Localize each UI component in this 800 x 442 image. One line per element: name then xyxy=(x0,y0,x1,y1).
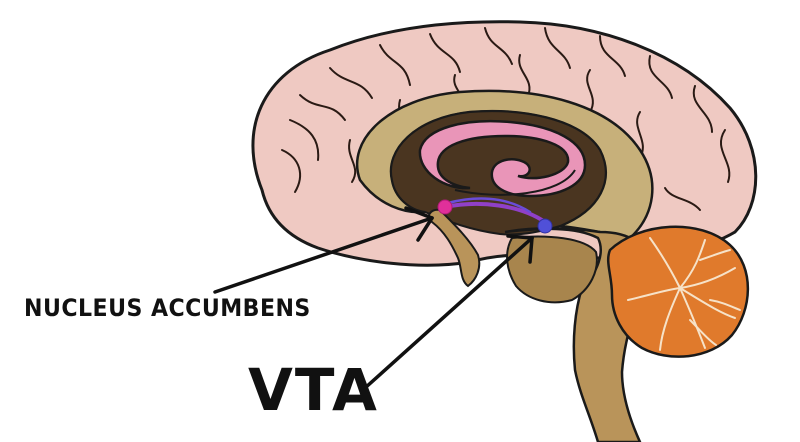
nucleus-accumbens-pointer xyxy=(213,216,434,294)
nucleus-accumbens-label: NUCLEUS ACCUMBENS xyxy=(24,294,311,322)
mesolimbic-pathway xyxy=(443,201,547,224)
thalamus-spiral-line xyxy=(454,169,576,196)
nucleus-accumbens-arrow-b xyxy=(416,216,434,242)
vta-arrow-a xyxy=(506,234,534,240)
nucleus-accumbens-dot xyxy=(437,199,453,215)
thalamus xyxy=(418,119,587,198)
vta-label: VTA xyxy=(248,356,379,424)
pointer-lines xyxy=(213,206,534,390)
vta-arrow-b xyxy=(528,236,534,264)
nucleus-accumbens-arrow-a xyxy=(404,206,434,220)
arbor-vitae xyxy=(627,237,741,351)
vta-dot xyxy=(537,218,553,234)
sulci-lines xyxy=(281,27,731,211)
vta-pointer xyxy=(363,236,534,390)
mesolimbic-pathway-upper xyxy=(446,197,532,214)
